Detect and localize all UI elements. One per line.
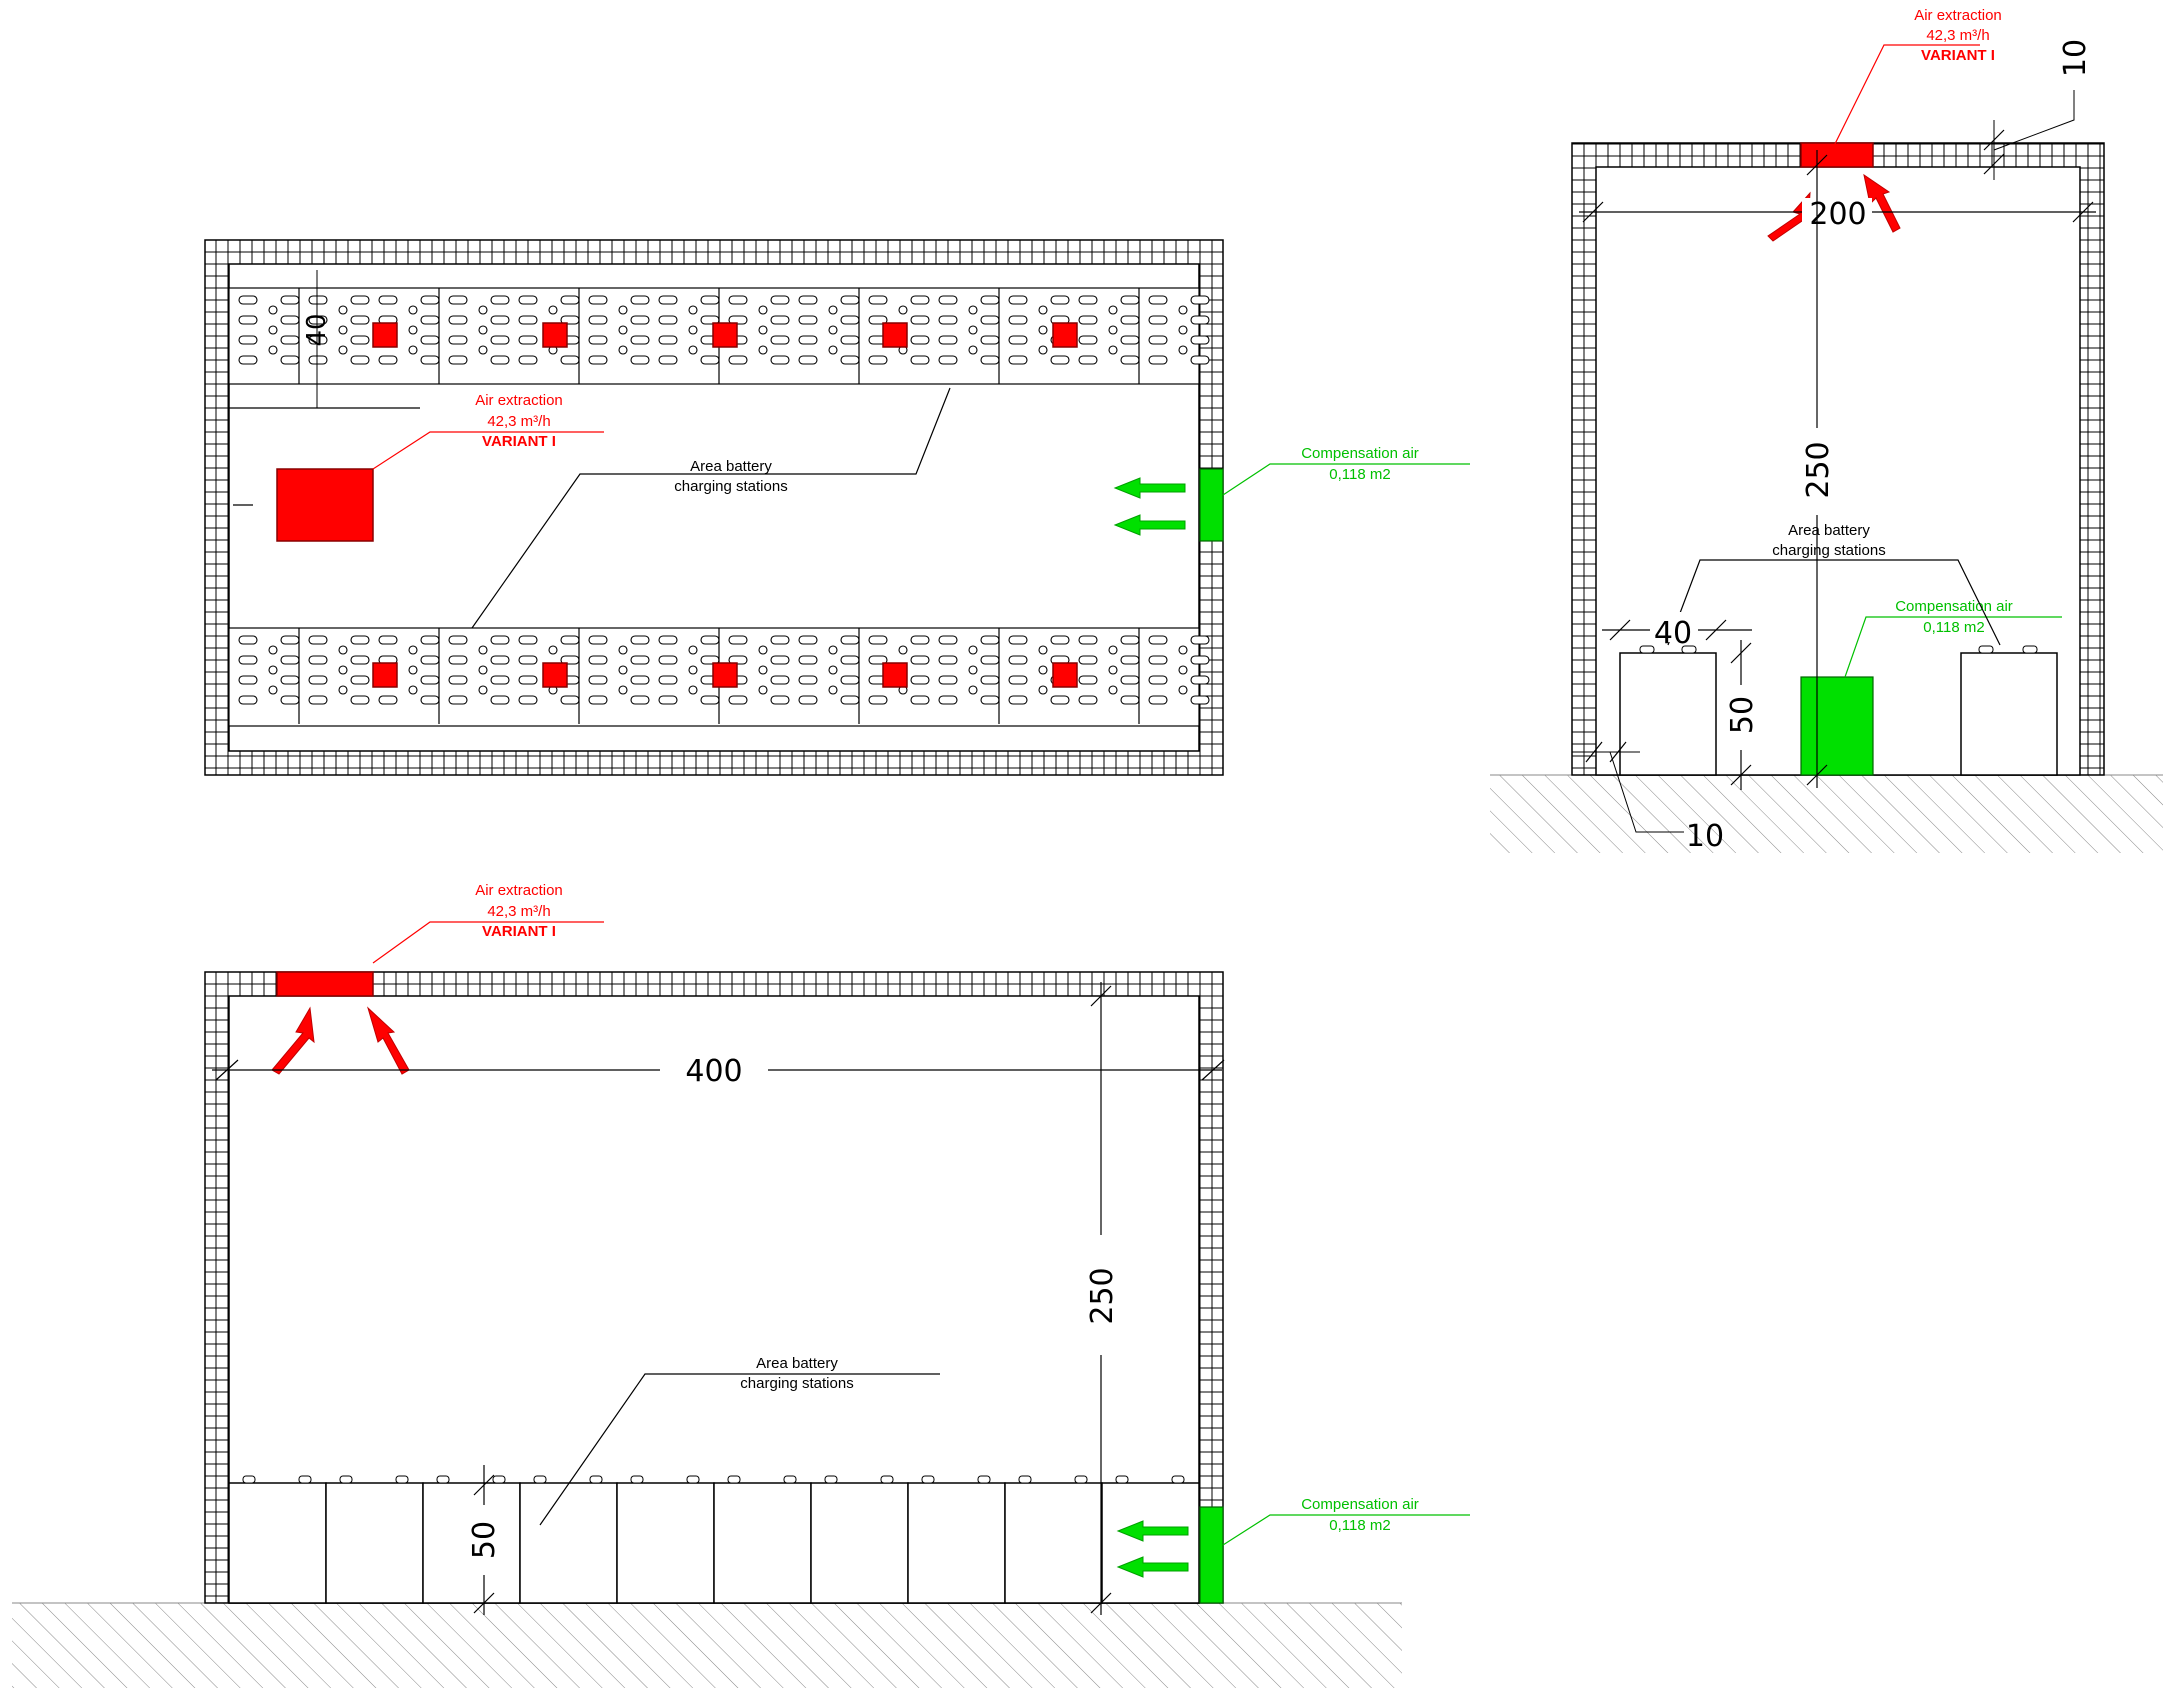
end-dim-height: 250 xyxy=(1801,441,1836,498)
side-extraction-label-3: VARIANT I xyxy=(482,923,556,940)
side-dim-battery: 50 xyxy=(467,1521,502,1559)
plan-extraction-label-2: 42,3 m³/h xyxy=(487,413,550,430)
side-dim-height: 250 xyxy=(1085,1267,1120,1324)
end-dim-battery-h: 50 xyxy=(1725,696,1760,734)
plan-compensation-label-2: 0,118 m2 xyxy=(1329,466,1390,483)
side-compensation-label-1: Compensation air xyxy=(1301,1496,1419,1513)
end-dim-width: 200 xyxy=(1809,197,1866,232)
end-dim-wall: 10 xyxy=(1686,819,1724,854)
end-ground xyxy=(1490,775,2163,853)
side-extraction-label-2: 42,3 m³/h xyxy=(487,903,550,920)
end-battery-right xyxy=(1960,645,2058,776)
plan-compensation-arrows xyxy=(1113,477,1186,536)
end-dim-battery-w: 40 xyxy=(1654,616,1692,651)
plan-compensation-opening xyxy=(1199,468,1224,542)
side-extraction-unit xyxy=(276,971,374,997)
end-section: Compensation air 0,118 m2 Air extraction… xyxy=(1490,7,2163,854)
side-extraction-arrows xyxy=(271,1006,410,1075)
end-compensation-label-2: 0,118 m2 xyxy=(1923,619,1984,636)
side-dim-width: 400 xyxy=(685,1054,742,1089)
end-compensation-label-1: Compensation air xyxy=(1895,598,2013,615)
side-extraction-label-1: Air extraction xyxy=(475,882,563,899)
side-compensation-label-2: 0,118 m2 xyxy=(1329,1517,1390,1534)
end-extraction-label-2: 42,3 m³/h xyxy=(1926,27,1989,44)
side-section: Air extraction 42,3 m³/h VARIANT I 400 2… xyxy=(12,882,1470,1688)
plan-extraction-unit xyxy=(276,468,374,542)
side-area-label-1: Area battery xyxy=(756,1355,838,1372)
end-battery-left xyxy=(1619,645,1717,776)
side-compensation-arrows xyxy=(1116,1520,1189,1578)
plan-extraction-label-1: Air extraction xyxy=(475,392,563,409)
plan-area-label-1: Area battery xyxy=(690,458,772,475)
end-extraction-label-3: VARIANT I xyxy=(1921,47,1995,64)
end-extraction-unit xyxy=(1800,142,1874,168)
end-area-label-1: Area battery xyxy=(1788,522,1870,539)
end-dim-roof: 10 xyxy=(2058,39,2093,77)
plan-extraction-label-3: VARIANT I xyxy=(482,433,556,450)
plan-view: Air extraction 42,3 m³/h VARIANT I Area … xyxy=(204,239,1470,776)
side-ground xyxy=(12,1603,1402,1688)
side-batteries xyxy=(228,1475,1200,1604)
side-area-label-2: charging stations xyxy=(740,1375,853,1392)
plan-sensors xyxy=(372,322,1078,688)
plan-dim-40: 40 xyxy=(302,313,332,346)
end-compensation-opening xyxy=(1800,676,1874,776)
end-extraction-label-1: Air extraction xyxy=(1914,7,2002,24)
plan-compensation-label-1: Compensation air xyxy=(1301,445,1419,462)
end-area-label-2: charging stations xyxy=(1772,542,1885,559)
plan-area-label-2: charging stations xyxy=(674,478,787,495)
side-compensation-opening xyxy=(1199,1506,1224,1604)
